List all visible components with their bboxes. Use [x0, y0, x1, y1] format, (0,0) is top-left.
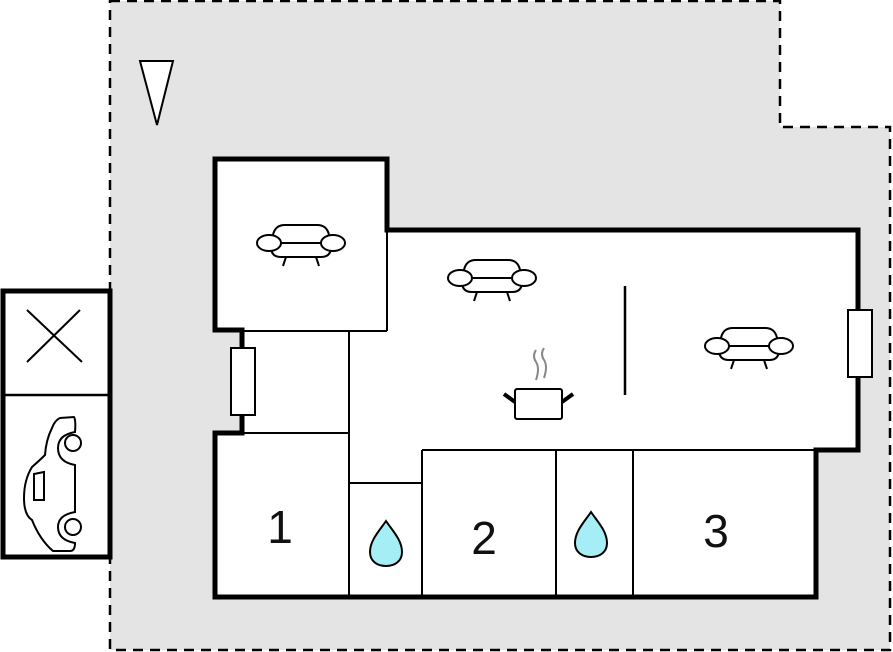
interior-walls — [243, 230, 816, 597]
car-icon — [22, 415, 82, 552]
window — [230, 347, 256, 416]
cross-icon — [26, 309, 83, 363]
bedroom-1-label: 1 — [267, 501, 293, 553]
bedroom-2-label: 2 — [471, 512, 497, 564]
bedroom-3-label: 3 — [703, 505, 729, 557]
exterior-walls — [212, 156, 861, 600]
outbuilding — [0, 288, 113, 560]
cooking-pot-icon — [502, 347, 575, 420]
triangle-marker-icon — [138, 60, 175, 126]
window — [847, 309, 873, 378]
